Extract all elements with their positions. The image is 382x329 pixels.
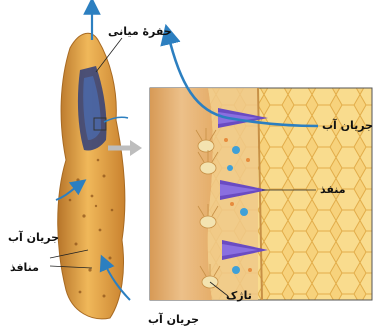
label-central-cavity: حفرهٔ میانی — [108, 26, 172, 37]
label-pore: منفذ — [320, 184, 346, 195]
label-water-flow-left: جریان آب — [8, 232, 59, 243]
label-water-flow-top-right: جریان آب — [322, 120, 373, 131]
label-pores: منافذ — [10, 262, 39, 273]
label-water-flow-bottom: جریان آب — [148, 314, 199, 325]
sponge-body — [58, 33, 125, 319]
label-choanocyte: تاژک — [226, 290, 252, 301]
